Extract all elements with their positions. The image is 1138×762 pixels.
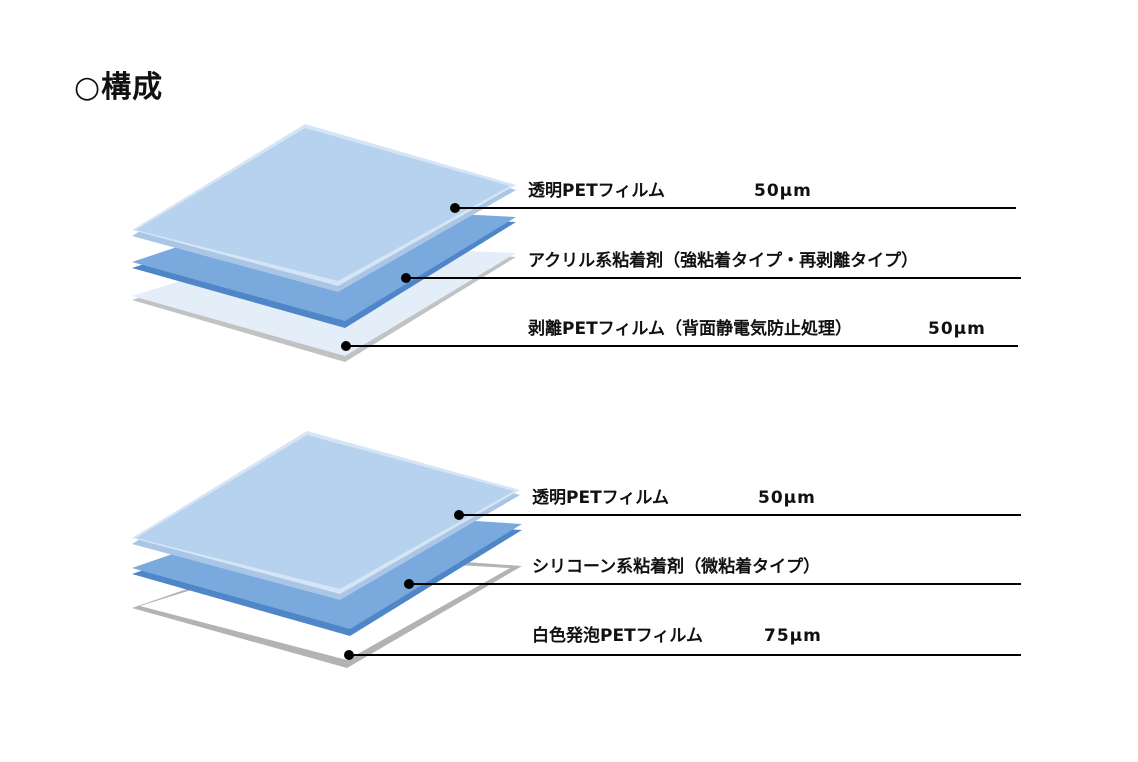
stack2-pet-label: 透明PETフィルム [532, 488, 669, 508]
stack2-pet-film [132, 431, 520, 600]
stack1-pet-label: 透明PETフィルム [528, 181, 665, 201]
stack1-leader-release [341, 341, 1018, 351]
stack1-release-label: 剥離PETフィルム（背面静電気防止処理） [528, 319, 852, 339]
stack2-leader-pet [454, 510, 1021, 520]
stack2-pet-thickness: 50μm [758, 488, 816, 508]
stack1-leader-pet [450, 203, 1016, 213]
section-heading: ○構成 [74, 70, 164, 105]
stack2-leader-foam [344, 650, 1021, 660]
stack1-leader-adhesive [401, 273, 1021, 283]
stack2-foam-thickness: 75μm [764, 626, 822, 646]
stack2-adhesive-label: シリコーン系粘着剤（微粘着タイプ） [532, 557, 821, 577]
stack1-release-thickness: 50μm [928, 319, 986, 339]
stack2-foam-label: 白色発泡PETフィルム [532, 626, 703, 646]
stack1-pet-thickness: 50μm [754, 181, 812, 201]
stack2-leader-adhesive [404, 579, 1021, 589]
stack1-adhesive-label: アクリル系粘着剤（強粘着タイプ・再剥離タイプ） [528, 251, 919, 271]
stack1-pet-film [132, 124, 516, 292]
